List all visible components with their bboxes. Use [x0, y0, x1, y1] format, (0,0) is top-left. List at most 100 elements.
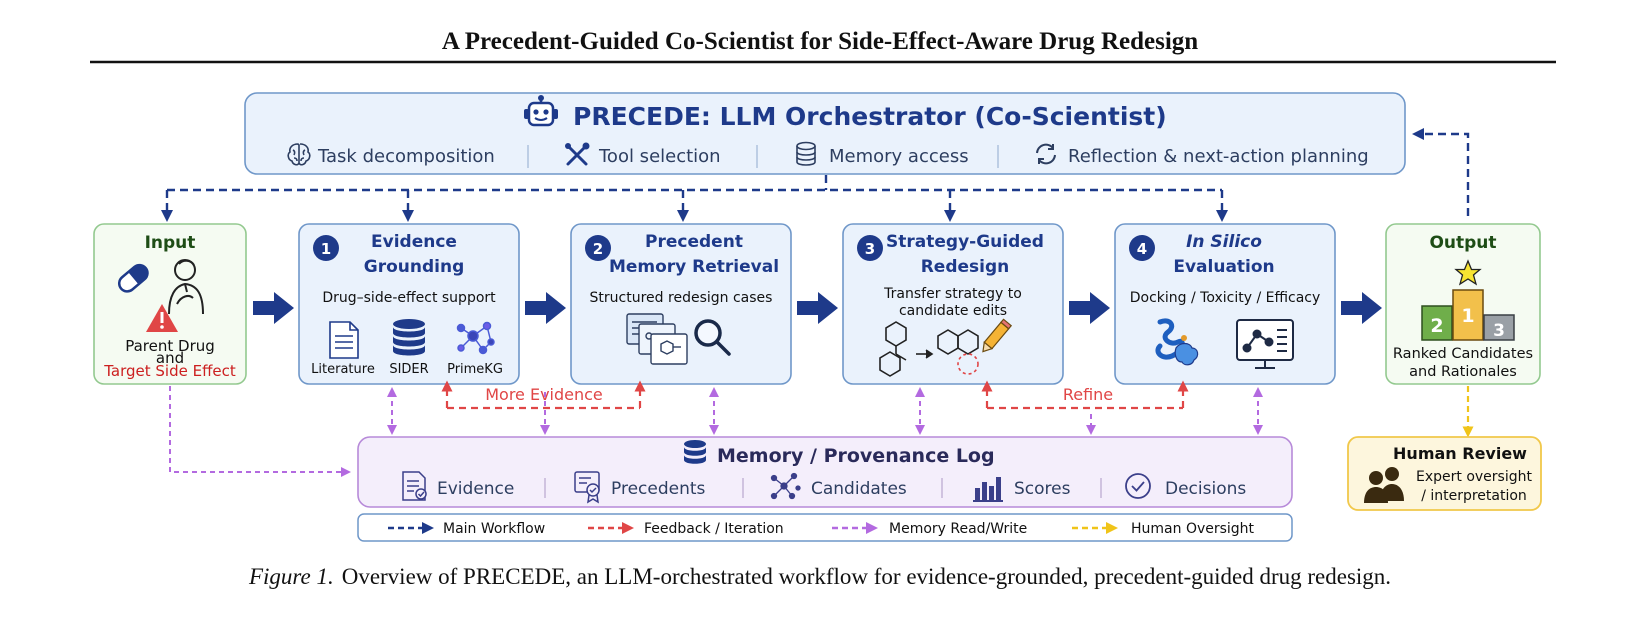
orchestrator-func-label: Reflection & next-action planning [1068, 146, 1369, 167]
stage-2-title2: Memory Retrieval [609, 257, 779, 277]
flow-arrow-stage1-to-stage2 [525, 292, 566, 324]
stage-4-number-badge [1129, 235, 1155, 261]
stage-1-subtitle: Drug–side-effect support [322, 290, 496, 306]
stage-1-number-badge [313, 235, 339, 261]
database-icon [796, 141, 816, 166]
tools-icon [565, 142, 590, 166]
molecule-network-icon [770, 472, 801, 500]
stage-1-title2: Grounding [364, 257, 465, 277]
flow-arrow-stage2-to-stage3 [797, 292, 838, 324]
evidence-doc-icon [402, 471, 427, 501]
stage-4-subtitle: Docking / Toxicity / Efficacy [1130, 290, 1321, 306]
stage-1-icon-label: Literature [311, 362, 375, 377]
stage-3-number: 3 [865, 240, 875, 258]
star-icon [1454, 259, 1482, 286]
input-line2: and [156, 349, 184, 367]
protein-docking-icon [1155, 318, 1199, 366]
refine-label: Refine [1063, 385, 1113, 404]
caption-text: Overview of PRECEDE, an LLM-orchestrated… [342, 564, 1391, 589]
stage-4-number: 4 [1137, 240, 1147, 258]
legend-label: Feedback / Iteration [644, 521, 784, 537]
magnifier-icon [694, 319, 731, 356]
memory-database-icon [684, 440, 706, 464]
literature-icon [329, 321, 359, 359]
stage-1-number: 1 [321, 240, 331, 258]
robot-icon [524, 95, 558, 127]
legend-item-feedback: Feedback / Iteration [588, 521, 784, 537]
stage-3-number-badge [857, 235, 883, 261]
input-title: Input [145, 233, 196, 253]
pill-icon [117, 263, 149, 293]
flow-arrow-input-to-stage1 [253, 292, 294, 324]
refresh-icon [1036, 143, 1056, 165]
output-line1: Ranked Candidates [1393, 346, 1533, 362]
stage-3-subtitle2: candidate edits [899, 303, 1007, 319]
stage-3-title2: Redesign [921, 257, 1010, 277]
human-review-line1: Expert oversight [1416, 469, 1532, 485]
stage-1-icon-label: PrimeKG [447, 362, 503, 377]
memory-item-label: Candidates [811, 479, 907, 499]
patient-icon [168, 259, 204, 315]
memory-item-label: Precedents [611, 479, 706, 499]
legend-item-human: Human Oversight [1072, 521, 1255, 537]
stage-2-box [570, 223, 792, 385]
feedback-loop-more-evidence [441, 380, 646, 410]
legend-label: Human Oversight [1131, 521, 1255, 537]
human-review-title: Human Review [1393, 444, 1527, 463]
feedback-loop-refine [981, 380, 1189, 410]
caption-label: Figure 1. [248, 564, 334, 589]
human-review-line2: / interpretation [1421, 488, 1527, 504]
legend-item-memory: Memory Read/Write [832, 521, 1027, 537]
figure-caption: Figure 1. Overview of PRECEDE, an LLM-orc… [248, 564, 1391, 589]
input-line1: Parent Drug [125, 337, 215, 355]
orchestrator-func-label: Memory access [829, 146, 969, 167]
memory-readwrite-arrows [169, 386, 1263, 477]
orchestrator-dispatch-arrows [161, 128, 1470, 222]
pencil-icon [982, 318, 1013, 353]
orchestrator-func-label: Tool selection [598, 146, 721, 167]
primekg-graph-icon [456, 321, 495, 355]
flow-arrow-stage4-to-output [1341, 292, 1382, 324]
stage-2-title1: Precedent [645, 232, 743, 252]
memory-log-title: Memory / Provenance Log [717, 445, 995, 467]
podium-second: 2 [1430, 315, 1443, 337]
output-title: Output [1429, 233, 1496, 253]
memory-item-label: Decisions [1165, 479, 1246, 499]
stage-3-subtitle: Transfer strategy to [883, 286, 1022, 302]
input-line3: Target Side Effect [103, 362, 236, 380]
bar-chart-icon [973, 477, 1003, 502]
legend-item-main-workflow: Main Workflow [388, 521, 545, 537]
brain-icon [287, 143, 311, 166]
podium-icon [1421, 289, 1515, 341]
stage-2-number: 2 [593, 240, 603, 258]
flow-arrow-stage3-to-stage4 [1069, 292, 1110, 324]
certificate-icon [574, 471, 600, 504]
podium-first: 1 [1461, 305, 1474, 327]
legend-label: Memory Read/Write [889, 521, 1027, 537]
case-documents-icon [626, 313, 688, 365]
stage-4-title2: Evaluation [1173, 257, 1274, 277]
stage-4-title1: In Silico [1186, 232, 1262, 252]
paper-title: A Precedent-Guided Co-Scientist for Side… [442, 28, 1198, 55]
legend-label: Main Workflow [443, 521, 545, 537]
stage-2-number-badge [585, 235, 611, 261]
analysis-monitor-icon [1236, 319, 1294, 369]
main-flow-arrows [253, 292, 1382, 324]
podium-third: 3 [1493, 321, 1505, 341]
stage-3-title1: Strategy-Guided [886, 232, 1044, 252]
memory-item-label: Evidence [437, 479, 514, 499]
output-line2: and Rationales [1409, 364, 1517, 380]
stage-2-subtitle: Structured redesign cases [590, 290, 773, 306]
people-icon [1364, 467, 1404, 503]
check-circle-icon [1125, 473, 1151, 499]
memory-item-label: Scores [1014, 479, 1071, 499]
stage-1-icon-label: SIDER [389, 362, 428, 377]
orchestrator-func-label: Task decomposition [317, 146, 495, 167]
warning-icon [146, 304, 178, 332]
molecule-edit-icon [879, 321, 979, 377]
sider-database-icon [393, 319, 425, 356]
legend-box [357, 513, 1293, 542]
stage-1-title1: Evidence [371, 232, 457, 252]
